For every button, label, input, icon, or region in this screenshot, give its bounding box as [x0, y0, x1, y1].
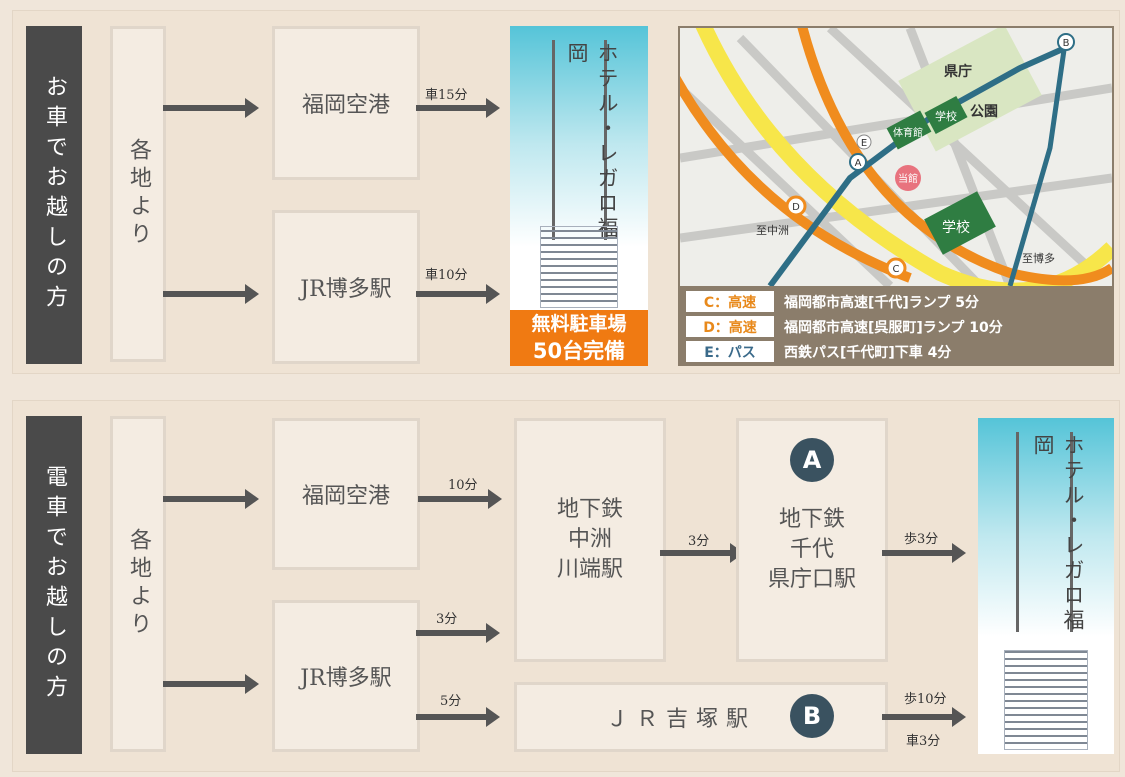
map-label-nakasu: 至中洲 — [756, 224, 789, 237]
yoshizuka-walk-time: 歩10分 — [904, 692, 947, 707]
arrow-yoshizuka-hotel — [882, 707, 966, 727]
car-airport-time: 車15分 — [425, 88, 468, 103]
map-marker-a — [849, 153, 867, 171]
badge-b: B — [790, 694, 834, 738]
nakasu-station-box: 地下鉄 中洲 川端駅 — [514, 418, 666, 662]
car-hotel-name: ホテル・レガロ福岡 — [565, 42, 619, 242]
school1-block — [924, 95, 968, 135]
map-marker-d — [785, 195, 807, 217]
legend-tag-c: C：高速 — [686, 291, 774, 312]
access-map: 県庁 公園 学校 体育館 当館 学校 至中洲 至博多 A B C D E C：高… — [678, 26, 1114, 366]
map-marker-b — [1057, 33, 1075, 51]
map-marker-c-text: C — [893, 264, 900, 275]
legend-row-e: E：パス 西鉄パス[千代町]下車 4分 — [686, 339, 1106, 364]
yoshizuka-station-text: ＪＲ吉塚駅 — [605, 707, 756, 732]
car-airport-box: 福岡空港 — [272, 26, 420, 180]
arrow-jr-yoshizuka — [416, 707, 500, 727]
expressway — [797, 28, 1112, 286]
gym-block — [886, 110, 932, 150]
train-airport-time: 10分 — [448, 478, 478, 493]
legend-tag-d: D：高速 — [686, 316, 774, 337]
car-arrow-to-jr — [163, 284, 259, 304]
map-label-school2: 学校 — [942, 219, 970, 236]
bracket-left — [1016, 432, 1019, 632]
map-label-school1: 学校 — [935, 109, 957, 123]
legend-text-d: 福岡都市高速[呉服町]ランプ 10分 — [784, 319, 1003, 336]
map-marker-e — [856, 134, 872, 150]
train-origin-box: 各地より — [110, 416, 166, 752]
car-arrow-airport-hotel — [416, 98, 500, 118]
map-marker-d-text: D — [792, 202, 800, 213]
car-arrow-to-airport — [163, 98, 259, 118]
train-hotel-banner: ホテル・レガロ福岡 — [978, 418, 1114, 754]
map-legend: C：高速 福岡都市高速[千代]ランプ 5分 D：高速 福岡都市高速[呉服町]ラン… — [680, 286, 1112, 364]
parking-line1: 無料駐車場 — [531, 313, 627, 335]
arrow-nakasu-chiyo — [660, 543, 744, 563]
hotel-marker — [895, 165, 921, 191]
bracket-left — [552, 40, 555, 240]
train-section-label: 電車でお越しの方 — [26, 416, 82, 754]
badge-a: A — [790, 438, 834, 482]
legend-row-d: D：高速 福岡都市高速[呉服町]ランプ 10分 — [686, 314, 1106, 339]
train-airport-text: 福岡空港 — [301, 484, 390, 509]
map-marker-c — [885, 257, 907, 279]
parking-badge: 無料駐車場 50台完備 — [510, 308, 648, 366]
map-label-park: 公園 — [970, 104, 998, 120]
train-jr-text: JR博多駅 — [300, 666, 392, 691]
arrow-chiyo-hotel — [882, 543, 966, 563]
map-label-hakata: 至博多 — [1022, 251, 1055, 265]
car-hotel-banner: ホテル・レガロ福岡 無料駐車場 50台完備 — [510, 26, 648, 366]
train-arrow-to-airport — [163, 489, 259, 509]
map-label-gym: 体育館 — [893, 126, 923, 139]
bracket-right — [1070, 432, 1073, 632]
map-marker-a-text: A — [855, 158, 862, 169]
car-origin-box: 各地より — [110, 26, 166, 362]
nakasu-chiyo-time: 3分 — [688, 534, 710, 549]
legend-tag-e: E：パス — [686, 341, 774, 362]
car-jr-text: JR博多駅 — [300, 277, 392, 302]
legend-text-c: 福岡都市高速[千代]ランプ 5分 — [784, 294, 979, 311]
map-label-hotel: 当館 — [898, 172, 918, 185]
legend-row-c: C：高速 福岡都市高速[千代]ランプ 5分 — [686, 289, 1106, 314]
jr-down-time: 5分 — [440, 694, 462, 709]
hotel-building-image — [1004, 650, 1088, 750]
train-airport-box: 福岡空港 — [272, 418, 420, 570]
legend-text-e: 西鉄パス[千代町]下車 4分 — [784, 344, 952, 361]
car-airport-text: 福岡空港 — [301, 93, 390, 118]
bracket-right — [604, 40, 607, 240]
school2-block — [924, 191, 996, 255]
nakasu-station-text: 地下鉄 中洲 川端駅 — [556, 497, 623, 582]
hotel-building-image — [540, 226, 618, 308]
car-arrow-jr-hotel — [416, 284, 500, 304]
car-jr-box: JR博多駅 — [272, 210, 420, 364]
map-marker-b-text: B — [1063, 38, 1070, 49]
car-origin-text: 各地より — [126, 138, 151, 250]
car-jr-time: 車10分 — [425, 268, 468, 283]
jr-up-time: 3分 — [436, 612, 458, 627]
train-origin-text: 各地より — [126, 528, 151, 640]
map-graphic: 県庁 公園 学校 体育館 当館 学校 至中洲 至博多 A B C D E — [680, 28, 1112, 286]
arrow-jr-up — [416, 623, 500, 643]
train-hotel-name: ホテル・レガロ福岡 — [1031, 434, 1085, 634]
parking-line2: 50台完備 — [532, 339, 626, 363]
map-label-pref: 県庁 — [944, 63, 972, 80]
train-arrow-airport-nakasu — [418, 489, 502, 509]
train-arrow-to-jr — [163, 674, 259, 694]
chiyo-hotel-time: 歩3分 — [904, 532, 939, 547]
map-marker-e-text: E — [861, 138, 867, 149]
yoshizuka-car-time: 車3分 — [906, 734, 941, 749]
chiyo-station-text: 地下鉄 千代 県庁口駅 — [767, 507, 856, 592]
train-jr-box: JR博多駅 — [272, 600, 420, 752]
car-section-label: お車でお越しの方 — [26, 26, 82, 364]
